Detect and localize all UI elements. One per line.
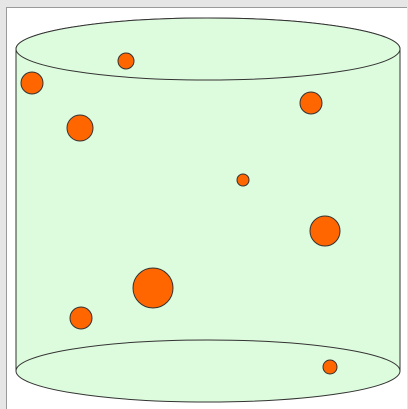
- particles: [20, 52, 341, 375]
- cylinder-bottom-back-rim: [15, 339, 401, 372]
- particle: [117, 52, 135, 70]
- cylinder-top-face: [15, 17, 401, 81]
- particle: [299, 91, 323, 115]
- particle: [309, 215, 341, 247]
- particle: [236, 173, 250, 187]
- particle: [322, 359, 338, 375]
- particle: [66, 114, 94, 142]
- particle: [132, 267, 174, 309]
- particle: [20, 71, 44, 95]
- particle: [69, 306, 93, 330]
